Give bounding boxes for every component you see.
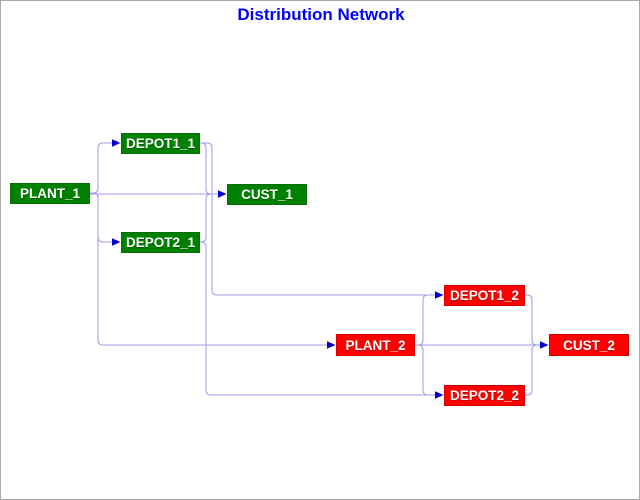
node-depot2-1: DEPOT2_1: [121, 232, 200, 253]
edge-depot2-1-to-depot2-2: [200, 241, 435, 396]
edge-depot1-1-to-depot1-2: [200, 142, 435, 296]
node-depot1-2: DEPOT1_2: [444, 285, 525, 306]
node-depot2-2: DEPOT2_2: [444, 385, 525, 406]
node-cust-2: CUST_2: [549, 334, 629, 356]
edge-plant2-to-depot1-2: [415, 294, 435, 346]
edge-depot2-1-to-cust1: [200, 193, 218, 243]
arrowhead-into-plant2: [327, 341, 336, 349]
edge-plant1-to-depot2-1: [90, 192, 112, 243]
edge-plant2-to-depot2-2: [415, 344, 435, 396]
arrowhead-into-depot1-1: [112, 139, 121, 147]
arrowhead-into-cust2: [540, 341, 549, 349]
arrowhead-into-cust1: [218, 190, 227, 198]
edge-depot2-2-to-cust2: [525, 344, 540, 396]
node-cust-1: CUST_1: [227, 184, 307, 205]
edge-plant1-to-plant2: [90, 192, 327, 346]
node-plant-2: PLANT_2: [336, 334, 415, 356]
node-depot1-1: DEPOT1_1: [121, 133, 200, 154]
node-plant-1: PLANT_1: [10, 183, 90, 204]
arrowhead-into-depot1-2: [435, 291, 444, 299]
edge-plant1-to-depot1-1: [90, 142, 112, 194]
edge-depot1-1-to-cust1: [200, 142, 218, 195]
edge-depot1-2-to-cust2: [525, 294, 540, 346]
arrowhead-into-depot2-2: [435, 391, 444, 399]
arrowhead-into-depot2-1: [112, 238, 121, 246]
diagram-title: Distribution Network: [237, 5, 405, 24]
